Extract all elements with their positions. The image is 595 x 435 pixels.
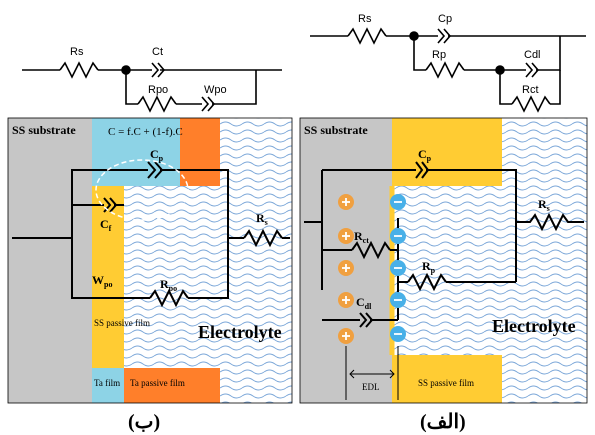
right-circuit-rct-label: Rct: [522, 84, 539, 96]
left-ta-passive-label: Ta passive film: [130, 378, 185, 388]
left-electrolyte-label: Electrolyte: [198, 322, 282, 342]
left-cp-symbol: Cp: [150, 147, 164, 163]
left-ta-film-label: Ta film: [94, 378, 120, 388]
left-panel: SS substrate C = f.C + (1-f).C Cp Cf Wpo…: [7, 117, 293, 404]
edl-dimension: [345, 346, 399, 400]
right-passive-film-label: SS passive film: [418, 378, 474, 388]
right-circuit-cp-label: Cp: [438, 13, 452, 25]
negative-ions: [390, 194, 406, 342]
left-circuit-rs-label: Rs: [70, 46, 84, 58]
right-equivalent-circuit: [310, 27, 586, 113]
right-substrate-label: SS substrate: [304, 123, 368, 137]
left-circuit-wpo-label: Wpo: [204, 84, 227, 96]
left-rs-symbol: Rs: [256, 211, 268, 227]
right-circuit-cdl-label: Cdl: [524, 49, 541, 61]
left-passive-film-label: SS passive film: [94, 318, 150, 328]
left-wpo-symbol: Wpo: [92, 273, 112, 289]
right-circuit-rs-label: Rs: [358, 13, 372, 25]
caption-b: (ب): [128, 411, 160, 433]
left-ta-passive-bottom: [124, 368, 220, 403]
left-ta-film-bottom: [92, 368, 124, 403]
left-ta-passive-top: [180, 118, 220, 186]
caption-alef: (الف): [420, 411, 466, 433]
left-capacitance-equation: C = f.C + (1-f).C: [108, 126, 183, 138]
right-circuit-rp-label: Rp: [432, 49, 446, 61]
right-rp-symbol: Rp: [422, 259, 436, 275]
right-ss-passive-bottom: [392, 355, 502, 403]
right-electrolyte-label: Electrolyte: [492, 316, 576, 336]
right-cdl-symbol: Cdl: [356, 295, 372, 311]
left-circuit-rpo-label: Rpo: [148, 84, 168, 96]
right-edl-label: EDL: [362, 382, 380, 392]
left-equivalent-circuit: [22, 61, 282, 113]
right-rct-symbol: Rct: [354, 229, 369, 245]
left-substrate-label: SS substrate: [12, 123, 76, 137]
right-ss-passive-top: [392, 118, 502, 186]
left-cf-symbol: Cf: [100, 217, 112, 233]
left-rpo-symbol: Rpo: [160, 277, 177, 293]
left-substrate: [8, 118, 92, 403]
left-circuit-ct-label: Ct: [152, 46, 163, 58]
right-panel: SS substrate Cp Rct Rp Cdl Rs EDL SS pas…: [299, 117, 588, 404]
right-rs-symbol: Rs: [538, 197, 550, 213]
right-cp-symbol: Cp: [418, 147, 432, 163]
